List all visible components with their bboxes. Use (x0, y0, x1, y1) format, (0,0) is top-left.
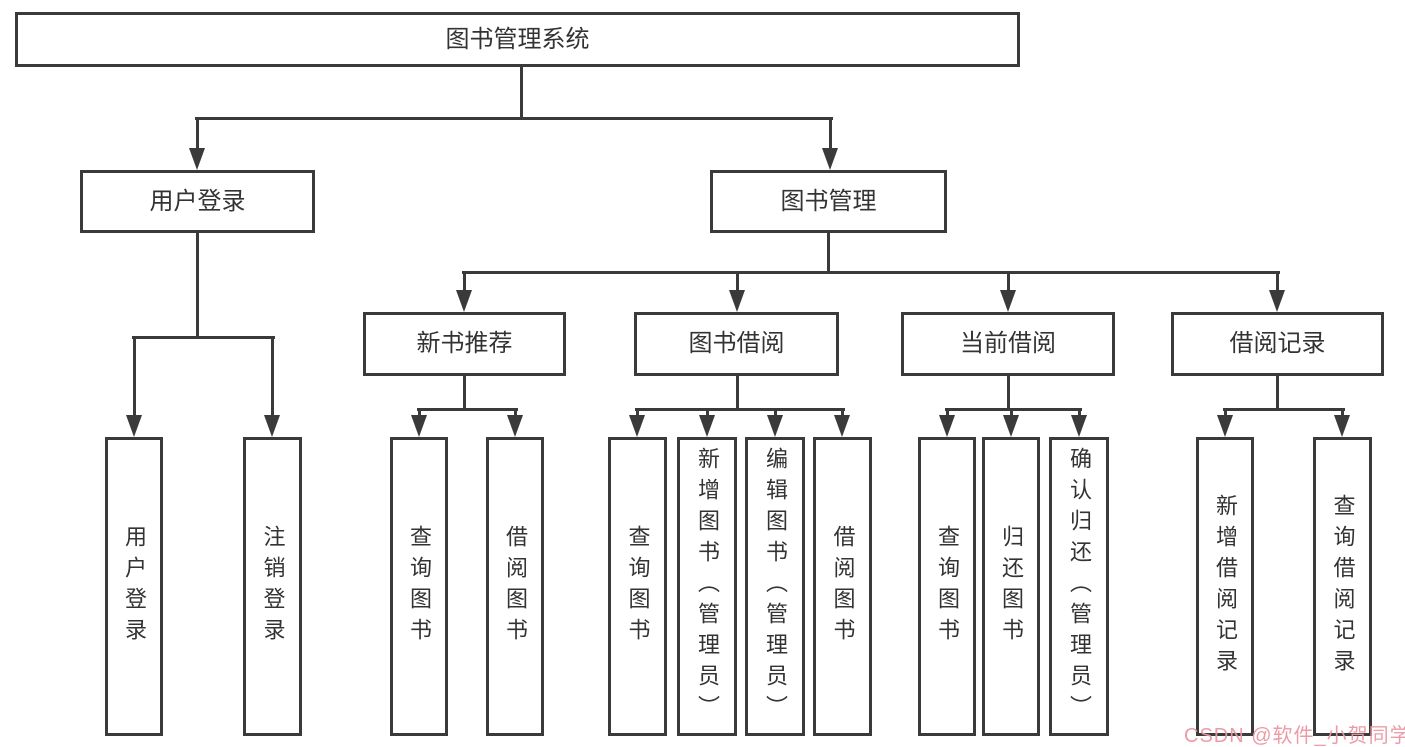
node-library-system: 图书管理系统 (15, 12, 1020, 67)
connector-drop-line (271, 336, 274, 419)
arrow-down-icon (126, 415, 142, 437)
node-borrow-records-label: 借阅记录 (1229, 330, 1326, 357)
leaf-query-books-1: 查询图书 (390, 437, 448, 736)
arrow-down-icon (1003, 415, 1019, 437)
leaf-borrow-books-2: 借阅图书 (813, 437, 872, 736)
leaf-logout-label: 注销登录 (260, 524, 286, 649)
arrow-down-icon (729, 290, 745, 312)
leaf-return-books: 归还图书 (982, 437, 1040, 736)
connector-drop-line (418, 408, 421, 419)
connector-bar-line (195, 117, 833, 120)
leaf-add-borrow-record-label: 新增借阅记录 (1213, 493, 1238, 680)
node-user-login-label: 用户登录 (149, 187, 246, 215)
connector-stub-line (1007, 376, 1010, 410)
node-book-borrow-label: 图书借阅 (688, 330, 785, 357)
node-current-borrow-label: 当前借阅 (960, 330, 1056, 357)
connector-drop-line (514, 408, 517, 419)
connector-drop-line (736, 271, 739, 294)
arrow-down-icon (939, 415, 955, 437)
connector-stub-line (463, 376, 466, 410)
leaf-logout: 注销登录 (243, 437, 302, 736)
leaf-user-login-label: 用户登录 (122, 524, 147, 649)
connector-drop-line (1078, 408, 1081, 419)
leaf-borrow-books-1: 借阅图书 (486, 437, 544, 736)
connector-drop-line (946, 408, 949, 419)
connector-bar-line (417, 408, 518, 411)
arrow-down-icon (1000, 290, 1016, 312)
connector-drop-line (841, 408, 844, 419)
leaf-edit-books-admin-label: 编辑图书（管理员） (763, 447, 788, 726)
connector-stub-line (827, 233, 830, 273)
connector-drop-line (774, 408, 777, 419)
leaf-confirm-return-admin-label: 确认归还（管理员） (1067, 447, 1092, 726)
leaf-borrow-books-1-label: 借阅图书 (503, 524, 528, 649)
connector-drop-line (1276, 271, 1279, 294)
connector-drop-line (829, 117, 832, 152)
connector-bar-line (1223, 408, 1345, 411)
leaf-query-books-3-label: 查询图书 (935, 524, 960, 649)
node-user-login: 用户登录 (80, 170, 315, 233)
leaf-borrow-books-2-label: 借阅图书 (830, 524, 856, 649)
arrow-down-icon (834, 415, 850, 437)
arrow-down-icon (1071, 415, 1087, 437)
node-new-book-recommend-label: 新书推荐 (416, 330, 513, 357)
connector-stub-line (736, 376, 739, 410)
connector-bar-line (132, 336, 275, 339)
node-book-management-label: 图书管理 (780, 187, 877, 215)
watermark: CSDN @软件_小贺同学 (1184, 725, 1405, 747)
arrow-down-icon (1269, 290, 1285, 312)
arrow-down-icon (767, 415, 783, 437)
leaf-add-books-admin: 新增图书（管理员） (677, 437, 737, 736)
arrow-down-icon (411, 415, 427, 437)
connector-bar-line (945, 408, 1082, 411)
leaf-query-books-2-label: 查询图书 (625, 524, 651, 649)
connector-drop-line (636, 408, 639, 419)
leaf-query-borrow-record: 查询借阅记录 (1313, 437, 1372, 736)
arrow-down-icon (507, 415, 523, 437)
leaf-edit-books-admin: 编辑图书（管理员） (745, 437, 805, 736)
connector-drop-line (196, 117, 199, 152)
arrow-down-icon (699, 415, 715, 437)
connector-drop-line (1224, 408, 1227, 419)
arrow-down-icon (822, 148, 838, 170)
connector-drop-line (463, 271, 466, 294)
leaf-return-books-label: 归还图书 (999, 524, 1024, 649)
connector-drop-line (706, 408, 709, 419)
arrow-down-icon (1334, 415, 1350, 437)
node-book-management: 图书管理 (710, 170, 947, 233)
connector-stub-line (1276, 376, 1279, 410)
connector-drop-line (1341, 408, 1344, 419)
connector-drop-line (133, 336, 136, 419)
connector-drop-line (1010, 408, 1013, 419)
node-borrow-records: 借阅记录 (1171, 312, 1384, 376)
node-current-borrow: 当前借阅 (901, 312, 1115, 376)
connector-stub-line (196, 233, 199, 338)
leaf-add-borrow-record: 新增借阅记录 (1196, 437, 1254, 736)
connector-bar-line (635, 408, 845, 411)
arrow-down-icon (629, 415, 645, 437)
node-library-system-label: 图书管理系统 (445, 25, 590, 53)
connector-stub-line (520, 67, 523, 119)
arrow-down-icon (264, 415, 280, 437)
arrow-down-icon (456, 290, 472, 312)
leaf-query-books-2: 查询图书 (608, 437, 667, 736)
node-new-book-recommend: 新书推荐 (363, 312, 566, 376)
leaf-confirm-return-admin: 确认归还（管理员） (1049, 437, 1109, 736)
leaf-query-borrow-record-label: 查询借阅记录 (1330, 493, 1356, 680)
connector-bar-line (462, 271, 1280, 274)
leaf-query-books-3: 查询图书 (918, 437, 976, 736)
node-book-borrow: 图书借阅 (634, 312, 839, 376)
connector-drop-line (1007, 271, 1010, 294)
arrow-down-icon (189, 148, 205, 170)
leaf-query-books-1-label: 查询图书 (407, 524, 432, 649)
leaf-user-login: 用户登录 (105, 437, 163, 736)
leaf-add-books-admin-label: 新增图书（管理员） (695, 447, 720, 726)
arrow-down-icon (1217, 415, 1233, 437)
